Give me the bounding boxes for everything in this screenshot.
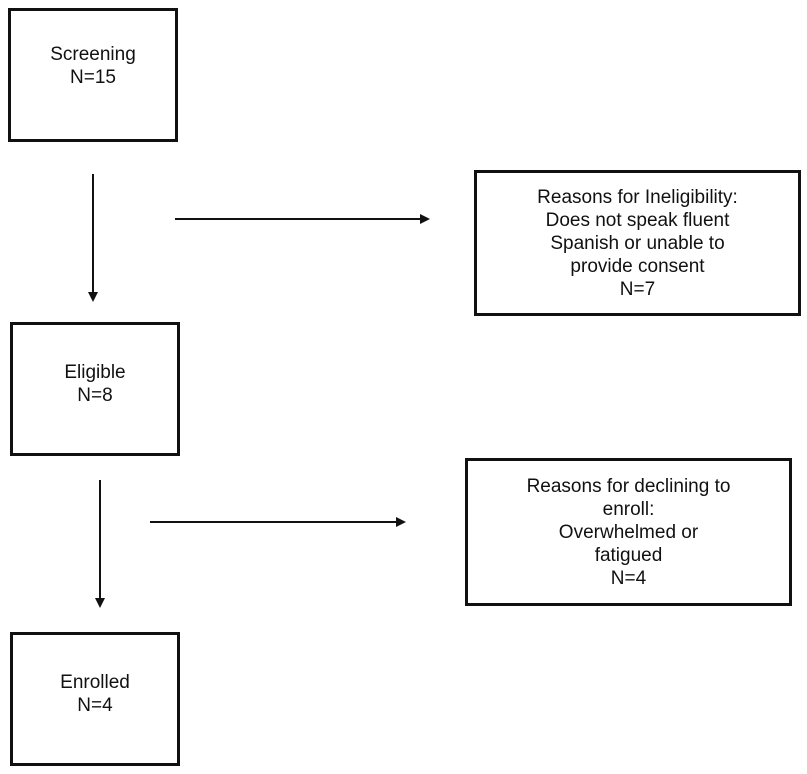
declining-count: N=4 — [610, 567, 647, 589]
ineligibility-title: Reasons for Ineligibility: — [537, 186, 738, 208]
screening-box: Screening N=15 — [8, 8, 178, 142]
declining-title-cont: enroll: — [602, 498, 655, 520]
declining-reason-line-1: Overwhelmed or — [558, 521, 699, 543]
eligible-box: Eligible N=8 — [10, 322, 180, 456]
declining-title: Reasons for declining to — [526, 475, 731, 497]
screening-count: N=15 — [70, 67, 116, 88]
screening-label: Screening — [50, 44, 136, 65]
declining-box: Reasons for declining to enroll: Overwhe… — [465, 458, 792, 606]
enrolled-box: Enrolled N=4 — [10, 632, 180, 766]
enrolled-label: Enrolled — [60, 672, 130, 693]
ineligibility-count: N=7 — [619, 278, 656, 300]
eligible-count: N=8 — [77, 385, 113, 406]
enrolled-count: N=4 — [77, 695, 113, 716]
ineligibility-reason-line-1: Does not speak fluent — [545, 209, 730, 231]
ineligibility-box: Reasons for Ineligibility: Does not spea… — [474, 170, 801, 316]
declining-reason-line-2: fatigued — [594, 544, 663, 566]
eligible-label: Eligible — [64, 362, 126, 383]
ineligibility-reason-line-2: Spanish or unable to — [550, 232, 725, 254]
ineligibility-reason-line-3: provide consent — [570, 255, 705, 277]
